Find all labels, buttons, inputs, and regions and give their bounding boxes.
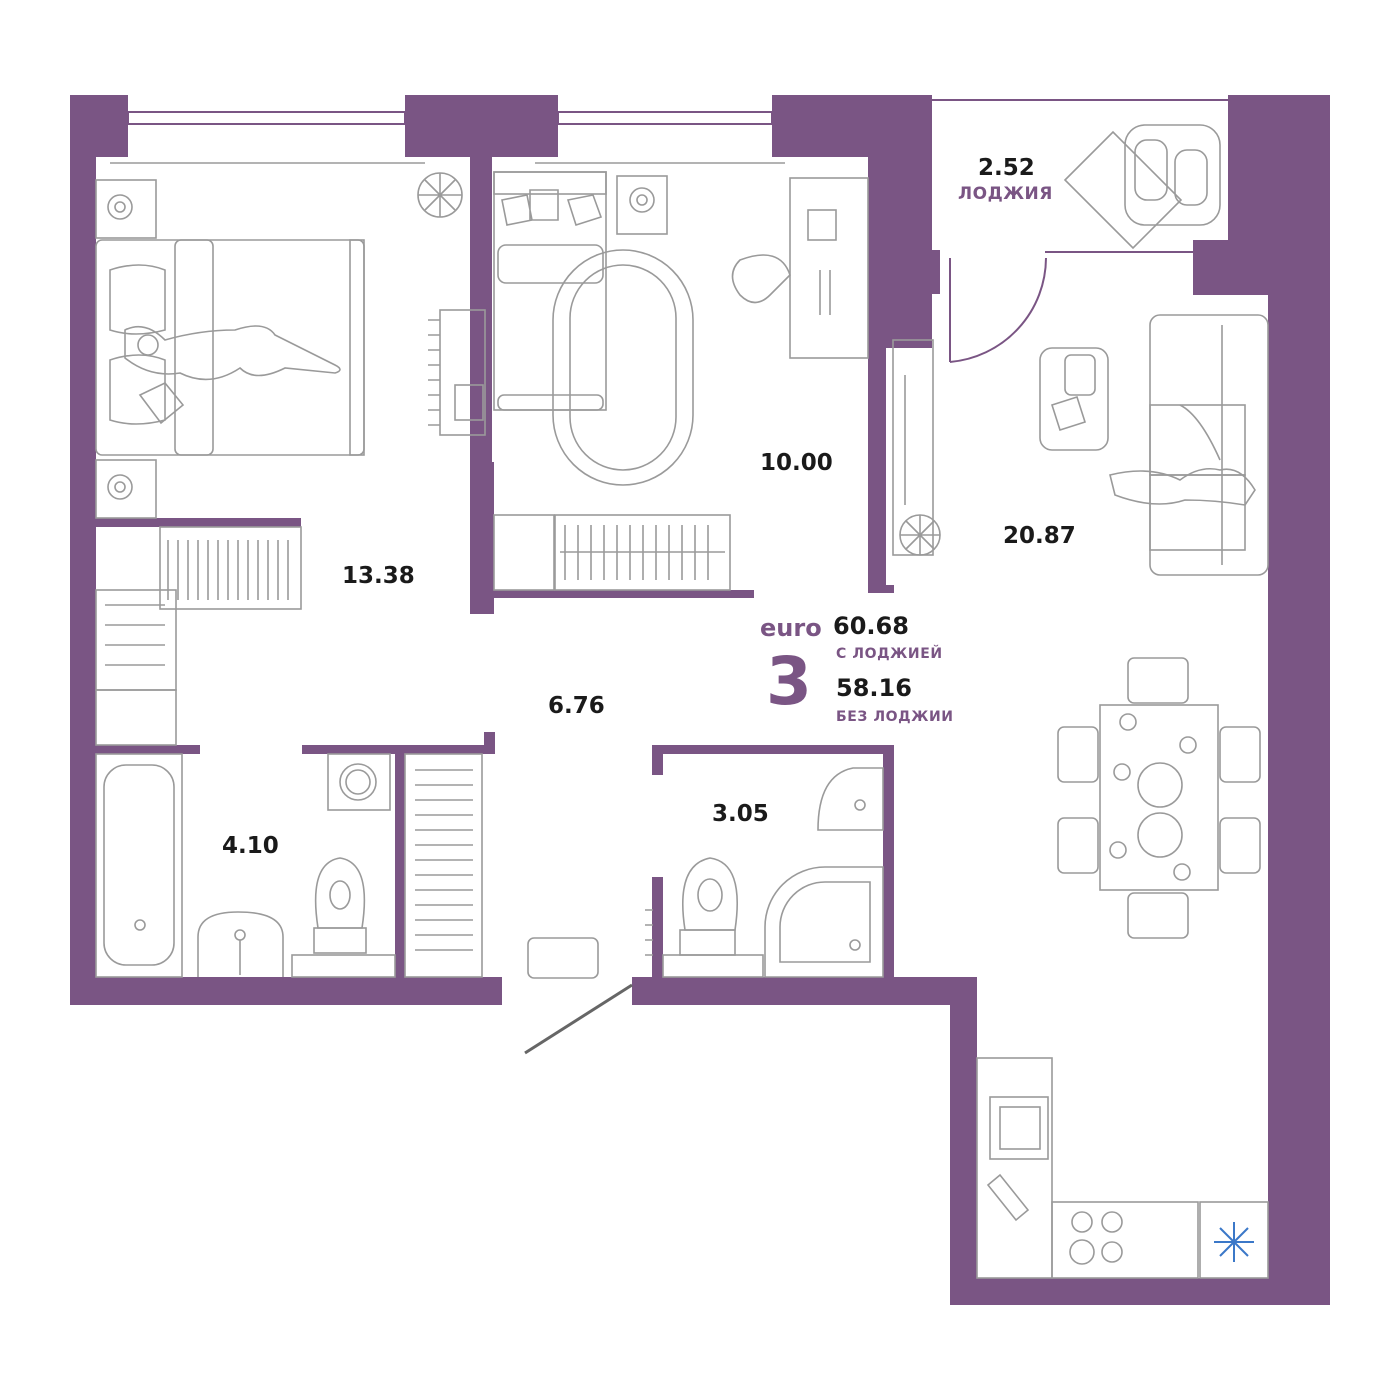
snowflake-icon xyxy=(1214,1222,1254,1262)
sink-icon xyxy=(197,911,284,977)
format-label: euro xyxy=(760,614,822,642)
area-bathroom: 4.10 xyxy=(222,833,279,859)
bathtub-icon xyxy=(95,753,183,978)
person-icon xyxy=(124,325,341,381)
loggia-caption: ЛОДЖИЯ xyxy=(958,184,1053,204)
washer-icon xyxy=(327,753,391,811)
shower-icon xyxy=(764,866,884,978)
area-kids-room: 10.00 xyxy=(760,450,833,476)
area-living-kitchen: 20.87 xyxy=(1003,523,1076,549)
toilet-icon xyxy=(313,857,367,954)
rooms-count: 3 xyxy=(766,643,812,720)
area-with-loggia: 60.68 xyxy=(833,612,909,640)
windows xyxy=(127,99,1228,253)
stove-icon xyxy=(1069,1211,1123,1265)
entrance-door xyxy=(524,983,633,1055)
plant-icon xyxy=(417,172,463,218)
table-icon xyxy=(1057,657,1261,939)
sofa-icon xyxy=(1149,314,1269,576)
doors xyxy=(949,257,1047,363)
area-loggia: 2.52 xyxy=(978,155,1035,181)
bed-icon xyxy=(95,239,365,456)
area-bedroom: 13.38 xyxy=(342,563,415,589)
without-loggia-caption: БЕЗ ЛОДЖИИ xyxy=(836,709,954,725)
furniture xyxy=(95,124,1269,1279)
walls xyxy=(70,95,1330,1305)
with-loggia-caption: С ЛОДЖИЕЙ xyxy=(836,646,943,662)
area-hallway: 6.76 xyxy=(548,693,605,719)
area-wc: 3.05 xyxy=(712,801,769,827)
area-without-loggia: 58.16 xyxy=(836,674,912,702)
